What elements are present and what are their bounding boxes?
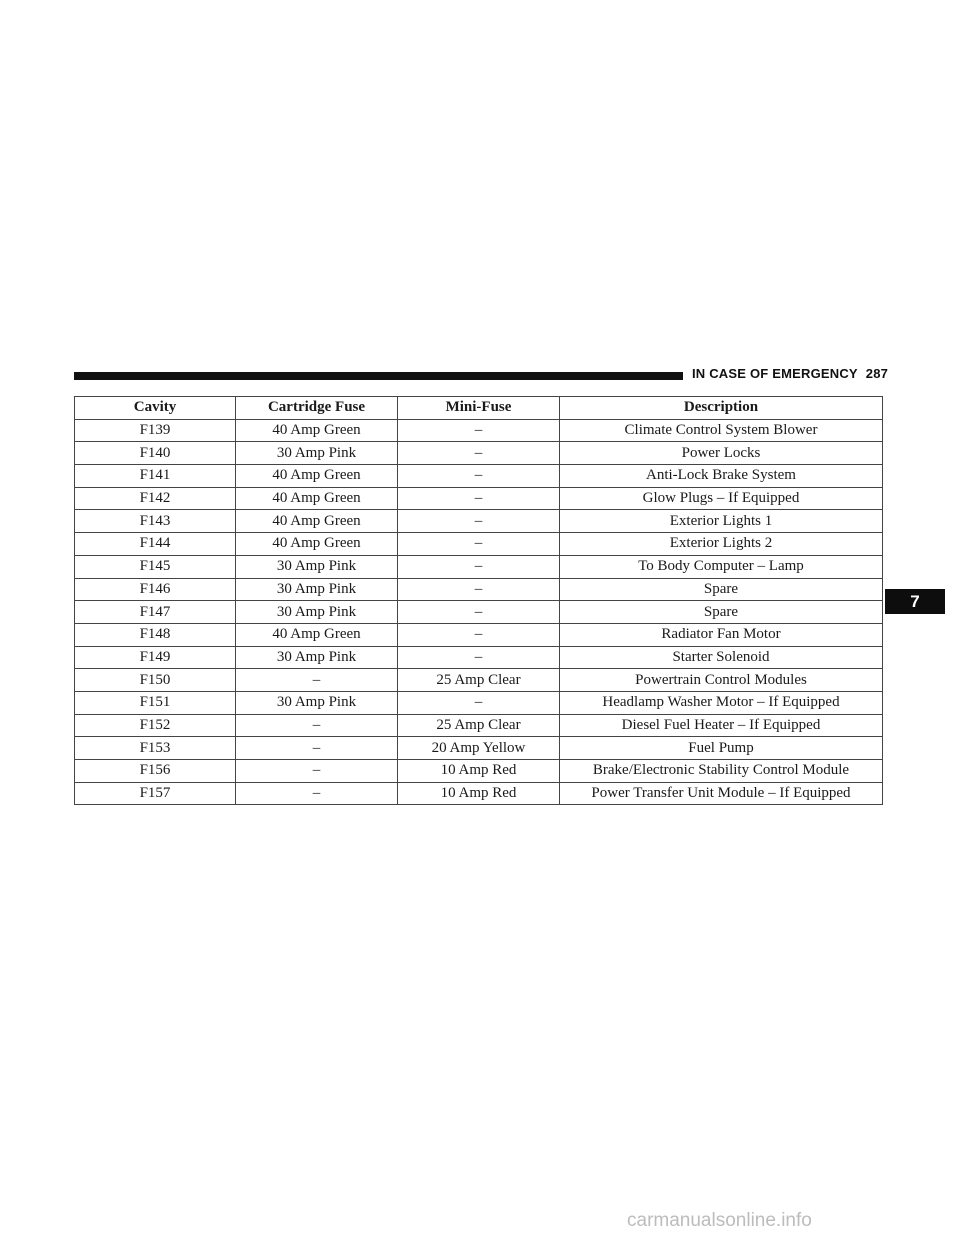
mini-fuse-cell: – bbox=[397, 577, 560, 602]
cartridge-fuse-cell: – bbox=[235, 759, 398, 783]
mini-fuse-cell: – bbox=[397, 554, 560, 579]
description-cell: To Body Computer – Lamp bbox=[559, 554, 883, 579]
header-rule bbox=[74, 372, 683, 380]
cavity-cell: F157 bbox=[74, 781, 236, 806]
mini-fuse-cell: – bbox=[397, 418, 560, 443]
cavity-cell: F143 bbox=[74, 509, 236, 534]
running-header: IN CASE OF EMERGENCY 287 bbox=[692, 366, 888, 381]
watermark: carmanualsonline.info bbox=[627, 1210, 812, 1231]
description-cell: Spare bbox=[559, 577, 883, 602]
description-cell: Powertrain Control Modules bbox=[559, 668, 883, 692]
cavity-cell: F141 bbox=[74, 464, 236, 488]
description-cell: Headlamp Washer Motor – If Equipped bbox=[559, 690, 883, 715]
cartridge-fuse-cell: 30 Amp Pink bbox=[235, 645, 398, 670]
cavity-cell: F150 bbox=[74, 668, 236, 692]
mini-fuse-cell: – bbox=[397, 600, 560, 624]
description-cell: Glow Plugs – If Equipped bbox=[559, 486, 883, 511]
cartridge-fuse-cell: 30 Amp Pink bbox=[235, 441, 398, 466]
column-header-description: Description bbox=[559, 396, 883, 420]
description-cell: Brake/Electronic Stability Control Modul… bbox=[559, 759, 883, 783]
column-header-cartridge-fuse: Cartridge Fuse bbox=[235, 396, 398, 420]
mini-fuse-cell: – bbox=[397, 645, 560, 670]
cavity-cell: F156 bbox=[74, 759, 236, 783]
cavity-cell: F139 bbox=[74, 418, 236, 443]
page-number: 287 bbox=[865, 366, 889, 381]
column-header-cavity: Cavity bbox=[74, 396, 236, 420]
mini-fuse-cell: – bbox=[397, 509, 560, 534]
cartridge-fuse-cell: 30 Amp Pink bbox=[235, 577, 398, 602]
mini-fuse-cell: – bbox=[397, 441, 560, 466]
mini-fuse-cell: – bbox=[397, 690, 560, 715]
cartridge-fuse-cell: – bbox=[235, 713, 398, 738]
description-cell: Climate Control System Blower bbox=[559, 418, 883, 443]
cavity-cell: F145 bbox=[74, 554, 236, 579]
cartridge-fuse-cell: 40 Amp Green bbox=[235, 418, 398, 443]
description-cell: Exterior Lights 2 bbox=[559, 532, 883, 556]
cartridge-fuse-cell: 30 Amp Pink bbox=[235, 554, 398, 579]
description-cell: Starter Solenoid bbox=[559, 645, 883, 670]
cavity-cell: F144 bbox=[74, 532, 236, 556]
mini-fuse-cell: – bbox=[397, 622, 560, 647]
mini-fuse-cell: – bbox=[397, 464, 560, 488]
mini-fuse-cell: 25 Amp Clear bbox=[397, 713, 560, 738]
cavity-cell: F151 bbox=[74, 690, 236, 715]
cavity-cell: F146 bbox=[74, 577, 236, 602]
mini-fuse-cell: 10 Amp Red bbox=[397, 759, 560, 783]
table-header-row: Cavity Cartridge Fuse Mini-Fuse Descript… bbox=[74, 396, 883, 420]
cartridge-fuse-cell: – bbox=[235, 668, 398, 692]
fuse-table: Cavity Cartridge Fuse Mini-Fuse Descript… bbox=[74, 396, 883, 806]
cartridge-fuse-cell: 40 Amp Green bbox=[235, 622, 398, 647]
column-header-mini-fuse: Mini-Fuse bbox=[397, 396, 560, 420]
cavity-cell: F142 bbox=[74, 486, 236, 511]
cartridge-fuse-cell: 30 Amp Pink bbox=[235, 600, 398, 624]
mini-fuse-cell: 20 Amp Yellow bbox=[397, 736, 560, 760]
cavity-cell: F147 bbox=[74, 600, 236, 624]
section-title: IN CASE OF EMERGENCY bbox=[692, 366, 858, 381]
cavity-cell: F148 bbox=[74, 622, 236, 647]
cartridge-fuse-cell: 40 Amp Green bbox=[235, 532, 398, 556]
description-cell: Power Locks bbox=[559, 441, 883, 466]
cartridge-fuse-cell: 40 Amp Green bbox=[235, 464, 398, 488]
mini-fuse-cell: 10 Amp Red bbox=[397, 781, 560, 806]
description-cell: Diesel Fuel Heater – If Equipped bbox=[559, 713, 883, 738]
chapter-tab[interactable]: 7 bbox=[885, 589, 945, 614]
cartridge-fuse-cell: – bbox=[235, 781, 398, 806]
cavity-cell: F152 bbox=[74, 713, 236, 738]
mini-fuse-cell: – bbox=[397, 532, 560, 556]
cartridge-fuse-cell: 40 Amp Green bbox=[235, 486, 398, 511]
mini-fuse-cell: 25 Amp Clear bbox=[397, 668, 560, 692]
description-cell: Spare bbox=[559, 600, 883, 624]
cartridge-fuse-cell: 30 Amp Pink bbox=[235, 690, 398, 715]
mini-fuse-cell: – bbox=[397, 486, 560, 511]
description-cell: Exterior Lights 1 bbox=[559, 509, 883, 534]
cavity-cell: F140 bbox=[74, 441, 236, 466]
cavity-cell: F153 bbox=[74, 736, 236, 760]
cavity-cell: F149 bbox=[74, 645, 236, 670]
description-cell: Fuel Pump bbox=[559, 736, 883, 760]
description-cell: Radiator Fan Motor bbox=[559, 622, 883, 647]
cartridge-fuse-cell: – bbox=[235, 736, 398, 760]
cartridge-fuse-cell: 40 Amp Green bbox=[235, 509, 398, 534]
description-cell: Power Transfer Unit Module – If Equipped bbox=[559, 781, 883, 806]
description-cell: Anti-Lock Brake System bbox=[559, 464, 883, 488]
